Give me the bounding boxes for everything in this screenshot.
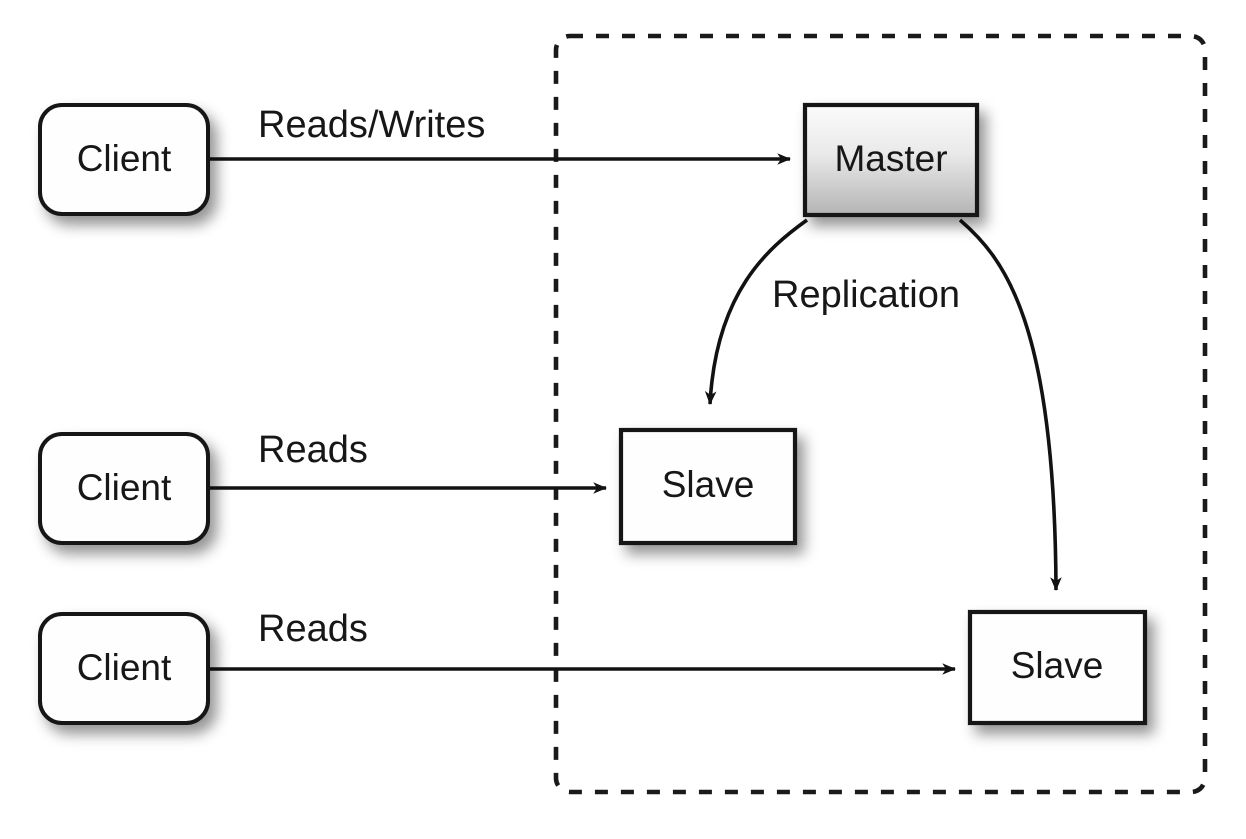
node-client-3[interactable]: Client [38,612,210,725]
edge-label-reads-slave2: Reads [258,608,368,650]
node-slave-1[interactable]: Slave [618,427,798,546]
client-box[interactable] [38,612,210,725]
edge-label-reads-writes: Reads/Writes [258,104,485,146]
edge-label-reads-slave1: Reads [258,429,368,471]
node-slave-2[interactable]: Slave [967,609,1148,726]
node-label-slave-2: Slave [1011,645,1104,686]
node-label-client-2: Client [77,467,172,508]
node-master[interactable]: Master [802,102,980,218]
slave-box[interactable] [967,609,1148,726]
node-client-2[interactable]: Client [38,432,210,545]
edge-label-replication: Replication [772,274,960,316]
database-cluster-boundary [553,33,1208,795]
master-box[interactable] [802,102,980,218]
slave-box[interactable] [618,427,798,546]
node-label-master: Master [834,138,947,179]
edge-master-slave2 [958,218,1062,591]
node-label-client-3: Client [77,647,172,688]
client-box[interactable] [38,432,210,545]
node-label-client-1: Client [77,138,172,179]
node-label-slave-1: Slave [662,464,755,505]
edge-master-slave1 [704,218,809,405]
node-client-1[interactable]: Client [38,103,210,216]
client-box[interactable] [38,103,210,216]
